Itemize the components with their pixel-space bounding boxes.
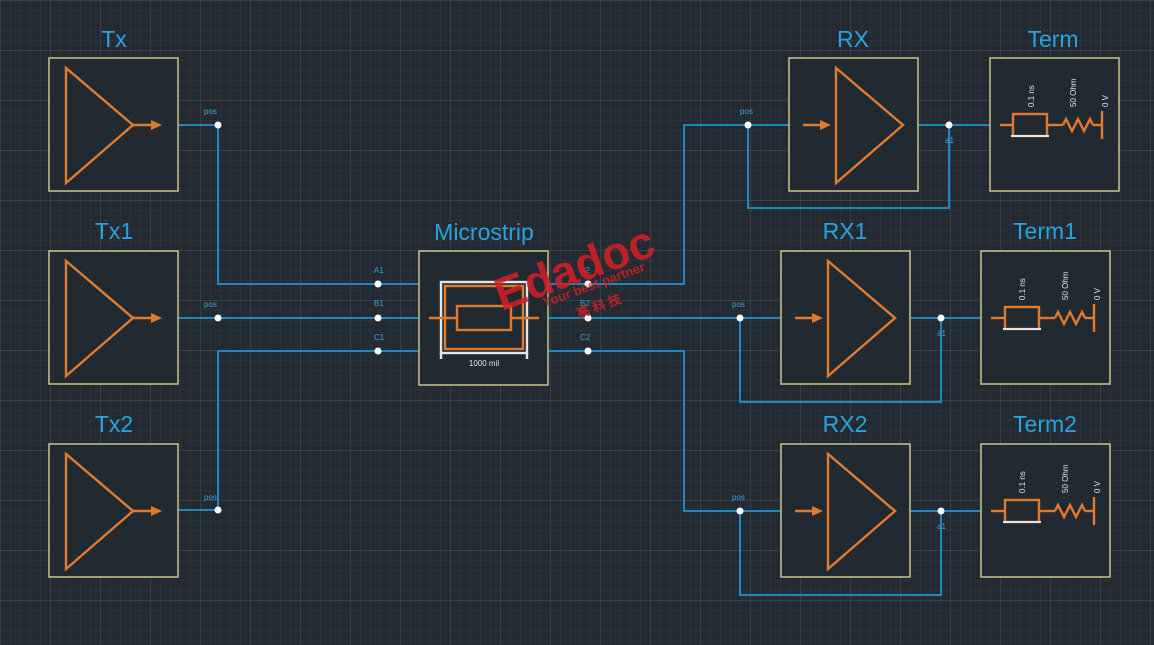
wire-c2-rx2[interactable] [548,350,781,512]
node-b2[interactable] [584,314,592,322]
node-c1[interactable] [374,347,382,355]
port-label-pos: pos [732,300,745,309]
port-label-pos: pos [732,493,745,502]
term2-delay-label: 0.1 ns [1018,471,1027,493]
block-term[interactable]: Term 0.1 ns 50 Ohm 0 V [989,26,1120,192]
node-a1[interactable] [374,280,382,288]
port-label-pos: pos [740,107,753,116]
port-label-a1: A1 [374,266,384,275]
port-label-b2: B2 [580,299,590,308]
driver-triangle-icon [64,65,162,186]
port-label-a1: a1 [937,329,946,338]
port-label-a1: a1 [945,136,954,145]
block-title-tx1: Tx1 [95,218,133,244]
microstrip-length-label: 1000 mil [469,359,499,368]
driver-triangle-icon [64,451,162,572]
termination-icon [1000,111,1104,139]
wire-tx-a1[interactable] [178,124,419,285]
wire-a2-rx[interactable] [548,124,789,285]
node-a2[interactable] [584,280,592,288]
term2-voltage-label: 0 V [1093,480,1102,493]
port-label-a1: a1 [937,522,946,531]
node-term-a1[interactable] [945,121,953,129]
block-microstrip[interactable]: Microstrip 1000 mil A1 B1 C1 A2 B2 C2 [374,219,591,386]
term1-delay-label: 0.1 ns [1018,278,1027,300]
node-term1-a1[interactable] [937,314,945,322]
termination-icon [991,497,1096,525]
block-title-tx2: Tx2 [95,411,133,437]
node-rx-pos[interactable] [744,121,752,129]
node-tx-pos[interactable] [214,121,222,129]
port-label-pos: pos [204,107,217,116]
term2-impedance-label: 50 Ohm [1061,464,1070,493]
term1-impedance-label: 50 Ohm [1061,271,1070,300]
block-tx2[interactable]: Tx2 pos [48,411,217,578]
node-tx2-pos[interactable] [214,506,222,514]
junction-nodes [214,121,953,515]
node-term2-a1[interactable] [937,507,945,515]
block-rx[interactable]: RX pos a1 [740,26,954,192]
wire-rx2-loop[interactable] [739,511,942,596]
port-label-pos: pos [204,300,217,309]
block-title-term: Term [1027,26,1078,52]
block-term1[interactable]: Term1 0.1 ns 50 Ohm 0 V [980,218,1111,385]
port-label-b1: B1 [374,299,384,308]
node-rx1-pos[interactable] [736,314,744,322]
block-title-term1: Term1 [1013,218,1077,244]
receiver-triangle-icon [795,258,897,379]
port-label-c2: C2 [580,333,591,342]
block-rx1[interactable]: RX1 pos a1 [732,218,946,385]
block-title-term2: Term2 [1013,411,1077,437]
term1-voltage-label: 0 V [1093,287,1102,300]
wires [178,124,990,596]
port-label-c1: C1 [374,333,385,342]
block-tx1[interactable]: Tx1 pos [48,218,217,385]
block-title-rx: RX [837,26,869,52]
block-title-tx: Tx [101,26,127,52]
block-title-rx1: RX1 [823,218,868,244]
node-tx1-pos[interactable] [214,314,222,322]
block-tx[interactable]: Tx pos [48,26,217,192]
receiver-triangle-icon [795,451,897,572]
driver-triangle-icon [64,258,162,379]
wire-tx2-c1[interactable] [178,350,419,511]
wire-rx1-loop[interactable] [739,318,942,403]
receiver-triangle-icon [803,65,905,186]
block-rx2[interactable]: RX2 pos a1 [732,411,946,578]
term-delay-label: 0.1 ns [1027,85,1036,107]
node-rx2-pos[interactable] [736,507,744,515]
term-voltage-label: 0 V [1101,94,1110,107]
port-label-a2: A2 [580,266,590,275]
term-impedance-label: 50 Ohm [1069,78,1078,107]
node-b1[interactable] [374,314,382,322]
block-title-microstrip: Microstrip [434,219,534,245]
port-label-pos: pos [204,493,217,502]
transmission-line-icon [429,280,539,359]
node-c2[interactable] [584,347,592,355]
termination-icon [991,304,1096,332]
wire-rx-loop[interactable] [747,125,950,209]
block-title-rx2: RX2 [823,411,868,437]
block-term2[interactable]: Term2 0.1 ns 50 Ohm 0 V [980,411,1111,578]
